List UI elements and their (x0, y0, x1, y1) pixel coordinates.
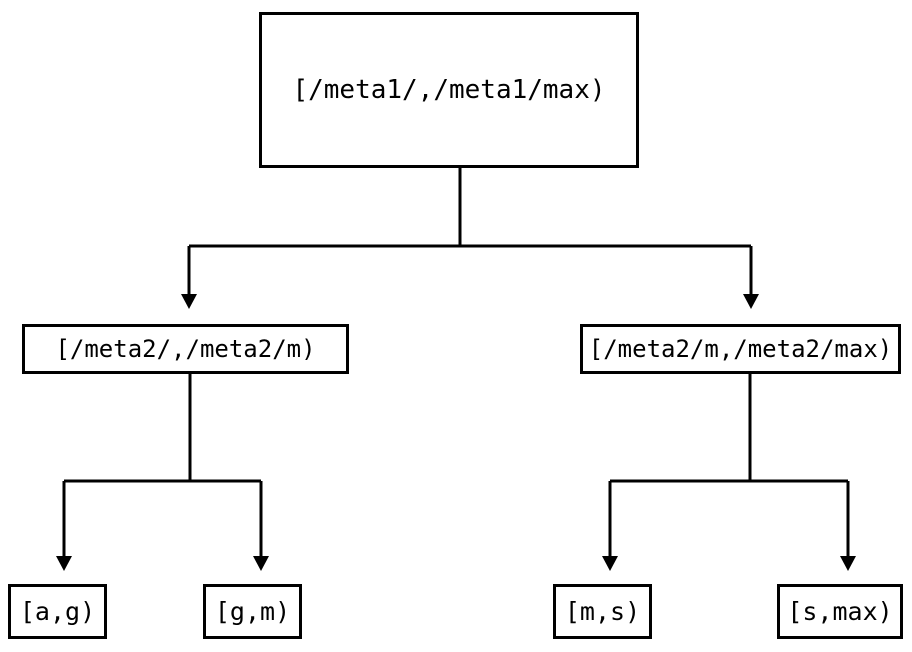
tree-node-mid-right: [/meta2/m,/meta2/max) (580, 324, 901, 374)
tree-node-mid-right-label: [/meta2/m,/meta2/max) (588, 335, 893, 363)
tree-node-leaf-gm-label: [g,m) (214, 597, 291, 626)
tree-node-leaf-ag: [a,g) (8, 584, 107, 639)
tree-node-root: [/meta1/,/meta1/max) (259, 12, 639, 168)
arrowhead-icon-leaf-gm (253, 556, 269, 571)
tree-node-mid-left: [/meta2/,/meta2/m) (22, 324, 349, 374)
arrowhead-icon-leaf-ms (602, 556, 618, 571)
tree-node-mid-left-label: [/meta2/,/meta2/m) (55, 335, 316, 363)
arrowhead-icon-leaf-smax (840, 556, 856, 571)
arrowhead-icon-mid-left (181, 294, 197, 309)
tree-node-leaf-gm: [g,m) (203, 584, 302, 639)
tree-node-leaf-ag-label: [a,g) (19, 597, 96, 626)
arrowhead-icon-leaf-ag (56, 556, 72, 571)
tree-node-leaf-ms: [m,s) (553, 584, 652, 639)
edge-mid-left-to-leaves (56, 374, 269, 571)
tree-node-leaf-ms-label: [m,s) (564, 597, 641, 626)
arrowhead-icon-mid-right (743, 294, 759, 309)
tree-node-leaf-smax: [s,max) (777, 584, 903, 639)
edge-mid-right-to-leaves (602, 374, 856, 571)
edge-root-to-mid-level (181, 168, 759, 309)
tree-node-leaf-smax-label: [s,max) (787, 597, 893, 626)
tree-node-root-label: [/meta1/,/meta1/max) (292, 75, 606, 105)
